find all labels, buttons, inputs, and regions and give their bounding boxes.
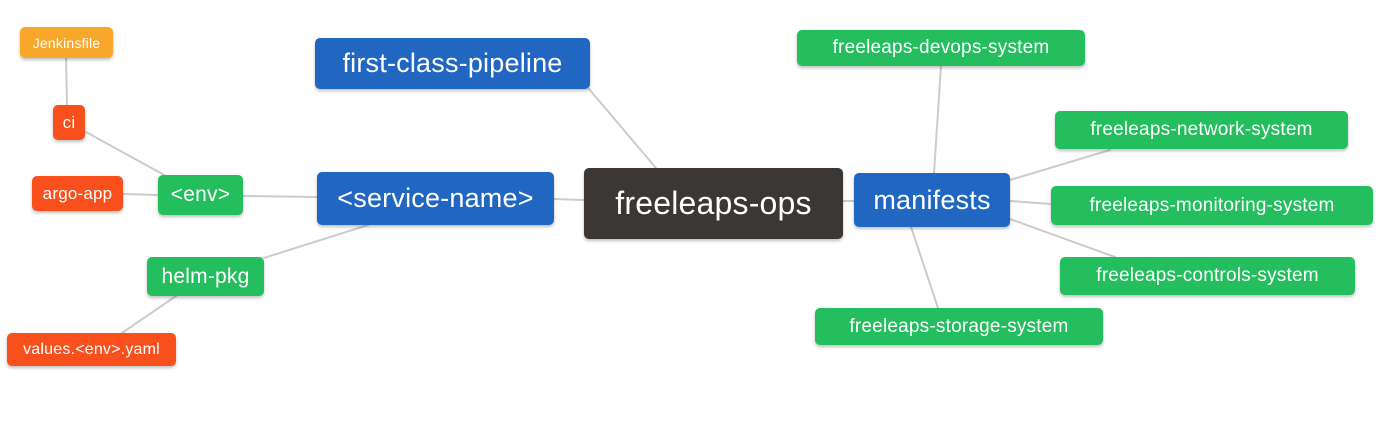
node-freeleaps-controls-system[interactable]: freeleaps-controls-system: [1060, 257, 1355, 295]
edge-argo-app-to-env: [122, 193, 159, 196]
edge-manifests-to-freeleaps-storage-system: [910, 226, 939, 309]
edge-service-name-to-freeleaps-ops: [553, 198, 585, 201]
node-values-env-yaml[interactable]: values.<env>.yaml: [7, 333, 176, 366]
node-ci[interactable]: ci: [53, 105, 85, 140]
node-freeleaps-monitoring-system[interactable]: freeleaps-monitoring-system: [1051, 186, 1373, 225]
node-env[interactable]: <env>: [158, 175, 243, 215]
edge-service-name-to-helm-pkg: [263, 224, 369, 259]
node-manifests[interactable]: manifests: [854, 173, 1010, 227]
edge-first-class-pipeline-to-freeleaps-ops: [588, 88, 657, 169]
node-first-class-pipeline[interactable]: first-class-pipeline: [315, 38, 590, 89]
node-freeleaps-devops-system[interactable]: freeleaps-devops-system: [797, 30, 1085, 66]
node-freeleaps-storage-system[interactable]: freeleaps-storage-system: [815, 308, 1103, 345]
node-freeleaps-network-system[interactable]: freeleaps-network-system: [1055, 111, 1348, 149]
edge-manifests-to-freeleaps-network-system: [1009, 149, 1111, 181]
node-freeleaps-ops[interactable]: freeleaps-ops: [584, 168, 843, 239]
node-jenkinsfile[interactable]: Jenkinsfile: [20, 27, 113, 58]
edge-manifests-to-freeleaps-monitoring-system: [1009, 200, 1052, 205]
node-service-name[interactable]: <service-name>: [317, 172, 554, 225]
edge-helm-pkg-to-values-env-yaml: [121, 295, 177, 334]
node-helm-pkg[interactable]: helm-pkg: [147, 257, 264, 296]
edge-jenkinsfile-to-ci: [65, 57, 68, 106]
node-argo-app[interactable]: argo-app: [32, 176, 123, 211]
edge-env-to-service-name: [242, 195, 318, 198]
edge-ci-to-env: [85, 131, 167, 177]
edge-freeleaps-devops-system-to-manifests: [933, 65, 942, 174]
